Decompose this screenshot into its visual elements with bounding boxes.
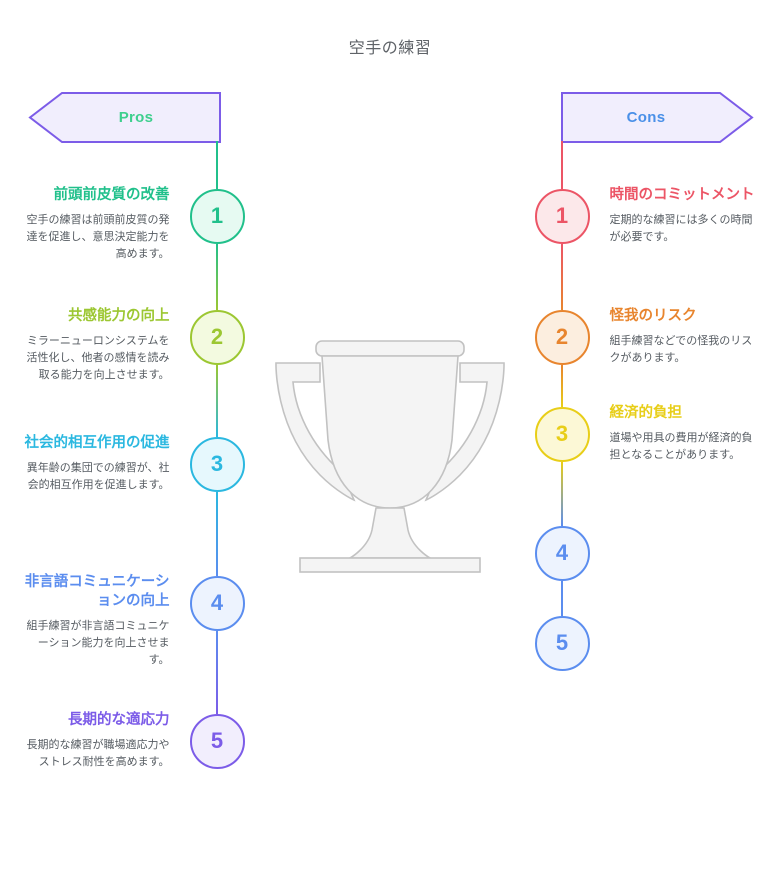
- pros-connector-line-3: [216, 364, 218, 437]
- cons-arrow-label: Cons: [626, 109, 666, 126]
- pros-item-title-1: 前頭前皮質の改善: [53, 187, 170, 203]
- pros-connector-line-5: [216, 630, 218, 714]
- cons-node-circle-5[interactable]: 5: [534, 615, 590, 671]
- pros-arrow-label: Pros: [118, 109, 154, 126]
- pros-connector-line-4: [216, 491, 218, 576]
- pros-item-desc-3: 異年齢の集団での練習が、社会的相互作用を促進します。: [26, 462, 170, 492]
- cons-connector-line-5: [561, 580, 563, 616]
- cons-node-circle-3[interactable]: 3: [534, 406, 590, 462]
- cons-connector-line-3: [561, 364, 563, 407]
- pros-item-desc-5: 長期的な練習が職場適応力やストレス耐性を高めます。: [26, 739, 170, 769]
- pros-item-3: 社会的相互作用の促進異年齢の集団での練習が、社会的相互作用を促進します。: [18, 434, 170, 494]
- cons-item-2: 怪我のリスク組手練習などでの怪我のリスクがあります。: [610, 307, 762, 367]
- arrow-right-icon: [561, 92, 754, 143]
- pros-connector-line-2: [216, 243, 218, 310]
- pros-item-title-2: 共感能力の向上: [68, 308, 170, 324]
- cons-item-desc-2: 組手練習などでの怪我のリスクがあります。: [609, 335, 753, 365]
- pros-node-circle-1[interactable]: 1: [189, 188, 245, 244]
- pros-item-2: 共感能力の向上ミラーニューロンシステムを活性化し、他者の感情を読み取る能力を向上…: [18, 307, 170, 384]
- pros-node-circle-4[interactable]: 4: [189, 575, 245, 631]
- arrow-left-icon: [28, 92, 221, 143]
- cons-item-1: 時間のコミットメント定期的な練習には多くの時間が必要です。: [610, 186, 762, 246]
- cons-item-3: 経済的負担道場や用具の費用が経済的負担となることがあります。: [610, 404, 762, 464]
- cons-item-desc-3: 道場や用具の費用が経済的負担となることがあります。: [609, 432, 753, 462]
- cons-connector-line-1: [561, 141, 563, 189]
- pros-item-desc-2: ミラーニューロンシステムを活性化し、他者の感情を読み取る能力を向上させます。: [26, 335, 170, 382]
- cons-item-title-3: 経済的負担: [609, 405, 683, 421]
- pros-node-circle-5[interactable]: 5: [189, 713, 245, 769]
- pros-item-title-5: 長期的な適応力: [68, 712, 170, 728]
- pros-item-desc-4: 組手練習が非言語コミュニケーション能力を向上させます。: [26, 620, 170, 667]
- cons-arrow-header[interactable]: Cons: [561, 92, 754, 143]
- cons-node-circle-4[interactable]: 4: [534, 525, 590, 581]
- pros-item-4: 非言語コミュニケーションの向上組手練習が非言語コミュニケーション能力を向上させま…: [18, 573, 170, 669]
- pros-item-title-4: 非言語コミュニケーションの向上: [24, 574, 170, 610]
- pros-node-circle-2[interactable]: 2: [189, 309, 245, 365]
- cons-node-circle-2[interactable]: 2: [534, 309, 590, 365]
- pros-arrow-header[interactable]: Pros: [28, 92, 221, 143]
- pros-item-desc-1: 空手の練習は前頭前皮質の発達を促進し、意思決定能力を高めます。: [26, 214, 170, 261]
- trophy-icon: [275, 340, 505, 573]
- page-title: 空手の練習: [348, 40, 432, 57]
- pros-connector-line-1: [216, 141, 218, 189]
- cons-item-title-2: 怪我のリスク: [609, 308, 697, 324]
- pros-node-circle-3[interactable]: 3: [189, 436, 245, 492]
- cons-node-circle-1[interactable]: 1: [534, 188, 590, 244]
- pros-item-1: 前頭前皮質の改善空手の練習は前頭前皮質の発達を促進し、意思決定能力を高めます。: [18, 186, 170, 263]
- pros-item-5: 長期的な適応力長期的な練習が職場適応力やストレス耐性を高めます。: [18, 711, 170, 771]
- cons-item-title-1: 時間のコミットメント: [609, 187, 755, 203]
- cons-item-desc-1: 定期的な練習には多くの時間が必要です。: [609, 214, 753, 244]
- cons-connector-line-2: [561, 243, 563, 310]
- cons-connector-line-4: [561, 461, 563, 526]
- pros-item-title-3: 社会的相互作用の促進: [24, 435, 170, 451]
